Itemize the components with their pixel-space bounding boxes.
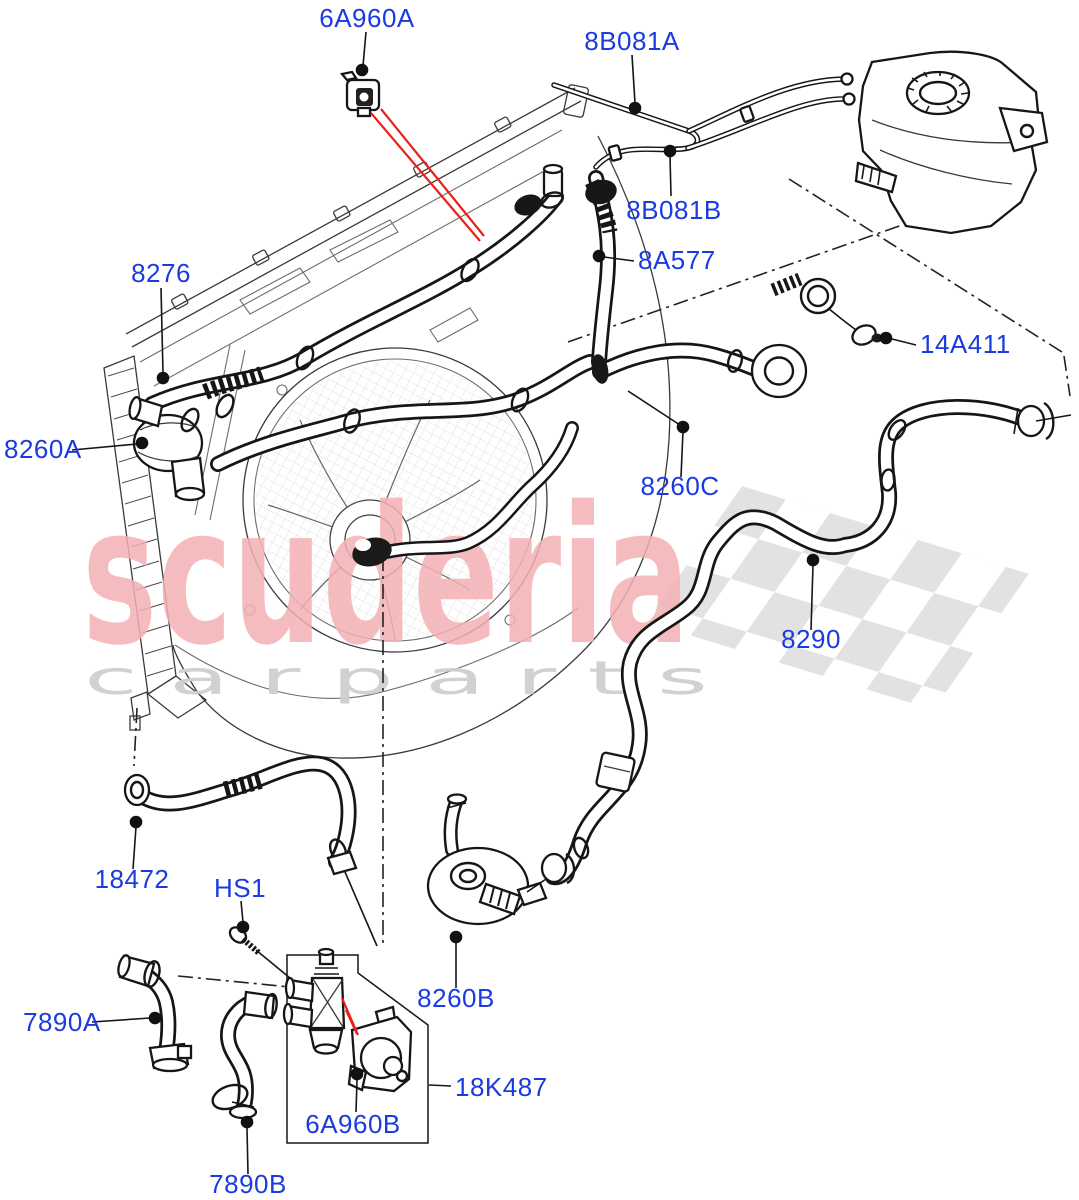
svg-text:8B081B: 8B081B <box>626 195 722 225</box>
parts-layer <box>117 50 1072 1144</box>
water-valve <box>282 947 346 1055</box>
hose-bundle <box>144 163 618 567</box>
red-pointer-lines <box>340 108 485 1036</box>
watermark-tagline: c a r p a r t s <box>84 651 708 705</box>
svg-text:18K487: 18K487 <box>455 1072 548 1102</box>
callout-6A960A: 6A960A <box>319 3 415 77</box>
svg-text:8A577: 8A577 <box>638 245 716 275</box>
svg-text:7890A: 7890A <box>23 1007 101 1037</box>
hose-assembly-8260B <box>426 793 576 926</box>
screw-HS1 <box>228 926 297 984</box>
callout-8260C: 8260C <box>627 390 719 501</box>
pump-bracket-6A960B <box>347 1005 413 1093</box>
hose-7890B <box>211 990 278 1120</box>
svg-text:6A960B: 6A960B <box>305 1109 401 1139</box>
callout-7890A: 7890A <box>23 1007 162 1037</box>
callout-8260A: 8260A <box>4 434 149 464</box>
watermark-brand: scuderia <box>82 466 690 687</box>
checkered-flag <box>646 486 1029 710</box>
callout-8276: 8276 <box>131 258 191 385</box>
hose-8290 <box>545 399 1072 886</box>
hose-18472 <box>123 755 378 947</box>
callout-18472: 18472 <box>95 815 170 894</box>
callout-8B081B: 8B081B <box>626 144 722 225</box>
svg-text:8260C: 8260C <box>640 471 719 501</box>
svg-text:8B081A: 8B081A <box>584 26 680 56</box>
callout-6A960B: 6A960B <box>305 1067 401 1139</box>
callout-8B081A: 8B081A <box>584 26 680 115</box>
clip-6A960A <box>339 70 381 118</box>
watermark-layer: scuderia c a r p a r t s <box>82 466 1029 710</box>
callout-HS1: HS1 <box>214 873 266 934</box>
svg-text:HS1: HS1 <box>214 873 266 903</box>
hose-7890A <box>117 954 193 1073</box>
callout-18K487: 18K487 <box>428 1072 548 1102</box>
svg-text:8260B: 8260B <box>417 983 495 1013</box>
callout-layer: 6A960A 8B081A 8B081B 8A577 8276 14A411 8… <box>4 3 1011 1199</box>
callout-8A577: 8A577 <box>592 245 716 275</box>
callout-7890B: 7890B <box>209 1115 287 1199</box>
radiator-backdrop <box>103 84 671 759</box>
svg-text:6A960A: 6A960A <box>319 3 415 33</box>
hose-8260C <box>591 342 808 399</box>
callout-14A411: 14A411 <box>879 329 1011 359</box>
svg-text:8276: 8276 <box>131 258 191 288</box>
sensor-14A411 <box>770 272 883 346</box>
callout-8260B: 8260B <box>417 930 495 1013</box>
svg-text:14A411: 14A411 <box>920 329 1011 359</box>
hose-assembly-8260A <box>128 393 235 502</box>
svg-text:18472: 18472 <box>95 864 170 894</box>
svg-text:8260A: 8260A <box>4 434 82 464</box>
svg-text:7890B: 7890B <box>209 1169 287 1199</box>
valve-and-bracket-18K487 <box>282 947 429 1144</box>
reference-lines <box>133 178 1071 988</box>
svg-text:8290: 8290 <box>781 624 841 654</box>
expansion-tank <box>854 50 1049 235</box>
degas-pipe-8B081 <box>551 72 856 170</box>
callout-8290: 8290 <box>781 553 841 654</box>
